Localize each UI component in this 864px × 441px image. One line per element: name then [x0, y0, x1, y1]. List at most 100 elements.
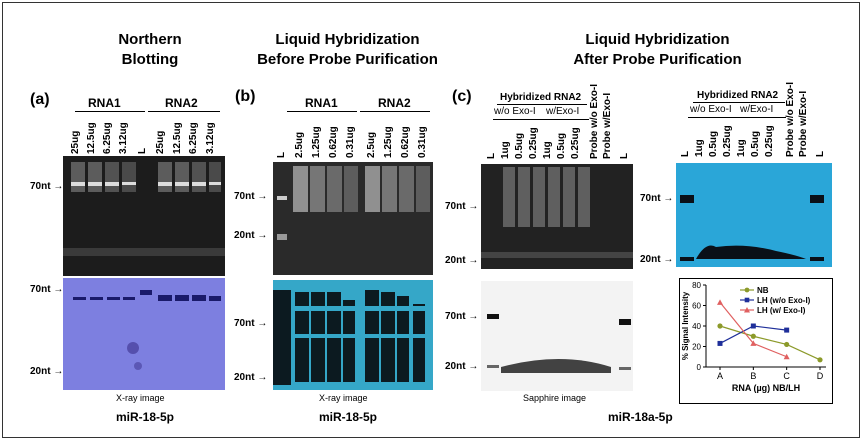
panel-a-rna2-underline	[148, 111, 220, 112]
panel-b-lane-rna1: 0.31ug	[345, 126, 356, 158]
panel-a-lane-rna1: 12.5ug	[86, 122, 97, 154]
panel-a-rna2-label: RNA2	[165, 96, 198, 110]
panel-c-left-sapphire	[481, 281, 633, 391]
chart-y-tick-label: 0	[697, 363, 702, 372]
panel-b-rna1-underline	[287, 111, 357, 112]
chart-legend-label: LH (w/o Exo-I)	[757, 296, 811, 305]
chart-point	[817, 357, 823, 363]
panel-c-right-header-underline	[693, 102, 785, 103]
panel-b-mirna-caption: miR-18-5p	[319, 410, 378, 424]
panel-c-left-70nt-bottom: 70nt →	[445, 311, 479, 322]
chart-series-line	[719, 325, 821, 361]
chart-x-tick-label: B	[750, 371, 756, 381]
panel-c-label: (c)	[452, 88, 472, 105]
panel-b-rna2-label: RNA2	[378, 96, 411, 110]
panel-a-rna1-underline	[75, 111, 145, 112]
panel-a-lane-ladder: L	[137, 147, 148, 154]
panel-a-image-caption: X-ray image	[116, 393, 165, 403]
panel-c-right-lane-probe-w: Probe w/Exo-I	[798, 90, 809, 157]
chart-x-axis-label: RNA (µg) NB/LH	[732, 383, 800, 393]
panel-c-left-sub2: w/Exo-I	[546, 106, 580, 117]
chart-point	[783, 353, 790, 360]
panel-a-20nt-bottom: 20nt →	[30, 366, 64, 377]
panel-a-lane-rna1: 3.12ug	[118, 122, 129, 154]
chart-y-axis-label: % Signal Intensity	[681, 291, 690, 360]
panel-c-left-20nt-top: 20nt →	[445, 255, 479, 266]
panel-c-left-70nt-top: 70nt →	[445, 201, 479, 212]
chart-point	[784, 341, 790, 348]
panel-b-20nt-bottom: 20nt →	[234, 372, 268, 383]
panel-c-left-gel	[481, 164, 633, 269]
chart-x-tick-label: A	[717, 371, 723, 381]
chart-x-tick-label: C	[783, 371, 790, 381]
panel-a-lane-rna2: 25ug	[155, 130, 166, 154]
panel-a-lane-rna1: 25ug	[70, 130, 81, 154]
panel-c-right-header: Hybridized RNA2	[697, 90, 779, 101]
panel-b-lane-rna2: 1.25ug	[383, 126, 394, 158]
panel-a-label: (a)	[30, 91, 50, 108]
panel-c-left-lane-ladder: L	[486, 152, 497, 159]
chart-legend-label: LH (w/ Exo-I)	[757, 306, 806, 315]
panel-b-lane-rna1: 2.5ug	[294, 131, 305, 158]
chart-point	[717, 340, 723, 346]
panel-c-right-sub2: w/Exo-I	[740, 104, 774, 115]
panel-c-left-lane-wo-exo: 0.5ug	[514, 132, 525, 159]
panel-a-70nt-top: 70nt →	[30, 181, 64, 192]
panel-c-left-header: Hybridized RNA2	[500, 92, 582, 103]
chart-y-tick-label: 20	[692, 343, 701, 352]
panel-a-lane-rna2: 3.12ug	[205, 122, 216, 154]
panel-c-left-lane-wo-exo: 0.25ug	[528, 127, 539, 159]
panel-a-lane-rna1: 6.25ug	[102, 122, 113, 154]
panel-a-lane-rna2: 12.5ug	[172, 122, 183, 154]
panel-c-left-lane-w-exo: 0.5ug	[556, 132, 567, 159]
chart-point	[717, 323, 723, 329]
panel-c-right-gel	[676, 163, 832, 267]
panel-c-left-sub1: w/o Exo-I	[494, 106, 536, 117]
panel-c-left-lane-w-exo: 0.25ug	[570, 127, 581, 159]
panel-c-right-lane-wo-exo: 1ug	[694, 139, 705, 157]
panel-c-left-lane-ladder-right: L	[619, 152, 630, 159]
panel-b-lane-ladder: L	[276, 151, 287, 158]
panel-c-right-lane-ladder-right: L	[815, 150, 826, 157]
panel-a-rna1-label: RNA1	[88, 96, 121, 110]
panel-b-70nt-top: 70nt →	[234, 191, 268, 202]
panel-c-left-lane-w-exo: 1ug	[542, 141, 553, 159]
chart-legend-label: NB	[757, 286, 769, 295]
panel-c-left-lane-probe-w: Probe w/Exo-I	[602, 92, 613, 159]
panel-b-label: (b)	[235, 88, 256, 105]
chart-x-tick-label: D	[817, 371, 824, 381]
panel-b-xray	[273, 280, 433, 390]
chart-legend-marker	[744, 287, 750, 293]
chart-legend-marker	[744, 297, 750, 303]
panel-c-right-lane-w-exo: 0.5ug	[750, 130, 761, 157]
panel-b-lane-rna2: 0.31ug	[417, 126, 428, 158]
chart-y-tick-label: 60	[692, 302, 701, 311]
panel-a-xray	[63, 278, 225, 390]
panel-b-image-caption: X-ray image	[319, 393, 368, 403]
panel-b-lane-rna2: 0.62ug	[400, 126, 411, 158]
panel-b-lane-rna1: 1.25ug	[311, 126, 322, 158]
panel-b-lane-rna2: 2.5ug	[366, 131, 377, 158]
panel-c-right-lane-probe-wo: Probe w/o Exo-I	[785, 81, 796, 157]
panel-b-lane-rna1: 0.62ug	[328, 126, 339, 158]
chart-point	[784, 327, 790, 333]
chart-legend-marker	[744, 307, 750, 313]
chart-point	[750, 323, 756, 329]
panel-c-right-20nt: 20nt →	[640, 254, 674, 265]
panel-b-70nt-bottom: 70nt →	[234, 318, 268, 329]
panel-b-rna2-underline	[360, 111, 430, 112]
panel-c-right-70nt: 70nt →	[640, 193, 674, 204]
panel-c-right-lane-w-exo: 1ug	[736, 139, 747, 157]
panel-c-right-lane-wo-exo: 0.25ug	[722, 125, 733, 157]
panel-b-gel	[273, 162, 433, 275]
panel-c-left-sub-underline	[493, 119, 589, 120]
panel-c-right-sub1: w/o Exo-I	[690, 104, 732, 115]
panel-b-20nt-top: 20nt →	[234, 230, 268, 241]
panel-c-right-lane-w-exo: 0.25ug	[764, 125, 775, 157]
